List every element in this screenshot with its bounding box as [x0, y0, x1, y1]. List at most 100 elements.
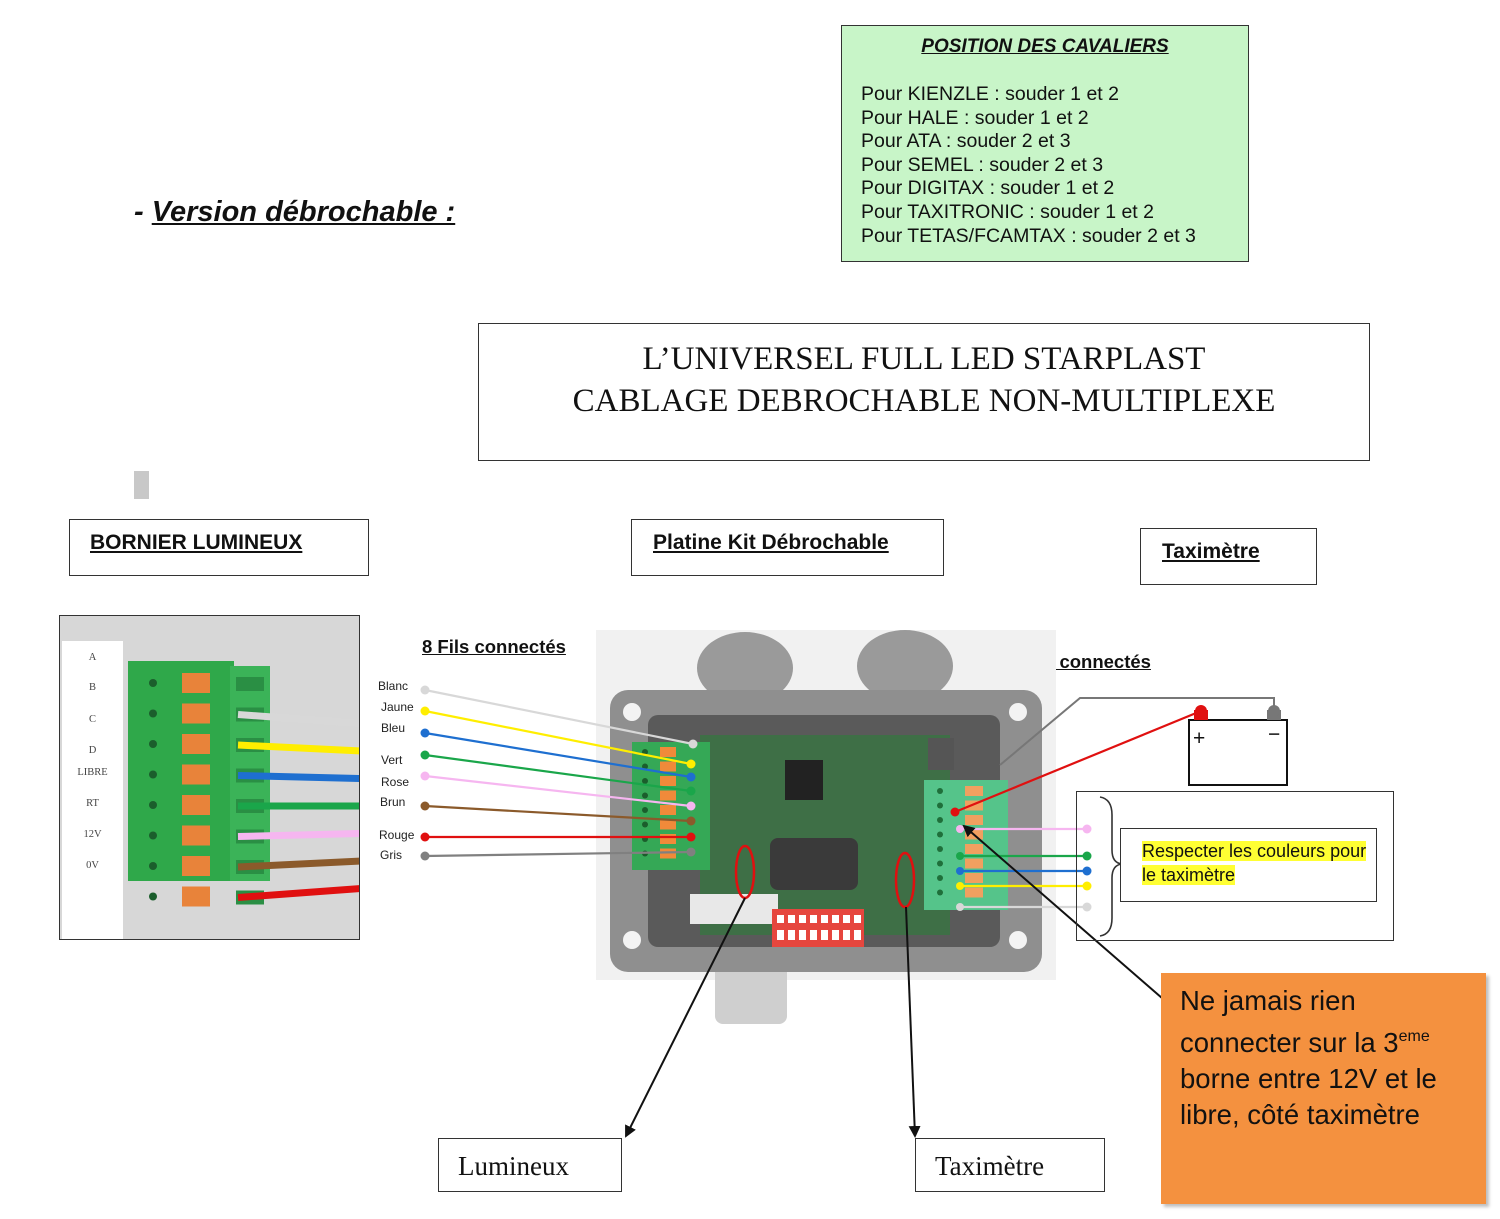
left-wire	[424, 753, 692, 793]
left-wire-dot	[420, 771, 430, 781]
right-slot-lever	[965, 844, 983, 854]
module-sticker	[690, 894, 778, 924]
left-wire-dot	[420, 685, 430, 695]
left-slot-lever	[660, 848, 676, 859]
left-slot-lever	[660, 761, 676, 772]
red-pin-top	[810, 915, 817, 923]
red-pin-top	[843, 915, 850, 923]
terminal-block	[128, 661, 234, 881]
red-pin-bottom	[832, 930, 839, 940]
respecter-outer-box	[1076, 791, 1394, 941]
wire-label-vert: Vert	[381, 753, 403, 767]
terminal-screw	[149, 892, 157, 901]
left-wire-dot	[420, 801, 430, 811]
fils-right-label: 7 Fils connectés	[1007, 651, 1151, 672]
cavaliers-box: POSITION DES CAVALIERS Pour KIENZLE : so…	[841, 25, 1249, 262]
left-wire	[424, 731, 692, 779]
right-slot-screw	[937, 889, 943, 896]
left-wire-dot	[420, 832, 430, 842]
photo-label: B	[88, 682, 96, 693]
left-green-connector	[632, 742, 710, 870]
right-slot-screw	[937, 817, 943, 823]
terminal-screw	[149, 862, 157, 870]
left-wire-dot	[420, 728, 430, 738]
right-slot-screw	[937, 831, 943, 838]
left-slot-screw	[642, 807, 648, 813]
terminal-screw	[149, 709, 157, 718]
battery-minus-terminal	[1267, 710, 1281, 720]
left-slot-lever	[660, 819, 676, 830]
right-green-connector	[924, 780, 1008, 910]
right-wire-end	[956, 867, 964, 875]
wire-label-blanc: Blanc	[378, 679, 409, 693]
cavalier-line: Pour ATA : souder 2 et 3	[861, 130, 1071, 153]
left-wire	[424, 850, 692, 858]
photo-wire	[237, 857, 359, 871]
grey-marker	[134, 471, 149, 499]
photo-label: 12V	[83, 829, 102, 840]
enclosure-box	[610, 690, 1042, 972]
photo-label: 0V	[86, 860, 99, 871]
terminal-lever	[182, 886, 210, 907]
cable-gland-right	[857, 630, 953, 702]
screw-hole	[623, 931, 641, 949]
left-wire-dot	[420, 750, 430, 760]
note-superscript: eme	[1398, 1028, 1430, 1045]
cavalier-line: Pour SEMEL : souder 2 et 3	[861, 153, 1104, 176]
terminal-lever	[182, 764, 210, 785]
bornier-photo: A B C D LIBRE RT 12V 0V	[59, 615, 360, 940]
respecter-text: Respecter les couleurs pour le taximètre	[1142, 841, 1367, 885]
terminal-screw	[149, 740, 157, 748]
photo-label: D	[88, 745, 97, 756]
main-title-line1: L’UNIVERSEL FULL LED STARPLAST	[642, 341, 1206, 377]
screw-hole	[623, 703, 641, 721]
right-slot-screw	[937, 788, 943, 794]
red-pin-top	[854, 915, 861, 923]
left-slot-screw	[642, 836, 648, 842]
right-wire-end	[956, 903, 964, 911]
left-slot-screw	[642, 850, 648, 857]
terminal-lever	[182, 856, 210, 876]
left-slot-screw	[642, 749, 648, 755]
red-pin-top	[821, 915, 828, 923]
right-slot-lever	[965, 800, 983, 811]
right-connector-slots	[937, 786, 983, 898]
left-connector-slots	[642, 747, 676, 859]
photo-wire	[237, 772, 359, 782]
right-slot-lever	[965, 786, 983, 796]
relay	[770, 838, 858, 890]
taximetre-label: Taximètre	[1140, 528, 1317, 585]
wire-label-rose: Rose	[381, 775, 410, 789]
enclosure-shadow	[596, 630, 1056, 980]
red-oval-right	[894, 851, 916, 909]
battery-minus-sign: −	[1268, 723, 1280, 746]
red-pin-top	[788, 915, 795, 923]
terminal-screw	[149, 801, 157, 809]
respecter-box: Respecter les couleurs pour le taximètre	[1120, 828, 1377, 902]
terminal-screw	[149, 831, 157, 840]
right-wire-end	[956, 825, 964, 833]
red-pin-bottom	[843, 930, 850, 940]
left-slot-lever	[660, 776, 676, 786]
left-wire	[424, 709, 692, 766]
wire-label-bleu: Bleu	[381, 721, 406, 735]
cable-gland-bottom	[715, 960, 787, 1024]
left-wire-end	[686, 759, 696, 769]
main-title: L’UNIVERSEL FULL LED STARPLAST CABLAGE D…	[478, 323, 1370, 461]
right-slot-lever	[965, 887, 983, 898]
photo-wire	[237, 711, 359, 727]
red-oval-left	[734, 844, 756, 900]
main-title-line2: CABLAGE DEBROCHABLE NON-MULTIPLEXE	[572, 383, 1276, 419]
battery-plus-sign: +	[1193, 727, 1205, 750]
cable-gland-left	[697, 632, 793, 704]
wire-label-jaune: Jaune	[381, 700, 414, 714]
wire-label-gris: Gris	[380, 848, 402, 862]
note-text-start: Ne jamais rien connecter sur la 3	[1180, 985, 1399, 1058]
left-wire-end	[686, 816, 696, 826]
right-slot-lever	[965, 873, 983, 883]
bornier-label: BORNIER LUMINEUX	[69, 519, 369, 576]
left-slot-lever	[660, 805, 676, 815]
right-slot-lever	[965, 829, 983, 840]
enclosure-inner	[648, 715, 1000, 947]
cavalier-line: Pour DIGITAX : souder 1 et 2	[861, 177, 1115, 200]
